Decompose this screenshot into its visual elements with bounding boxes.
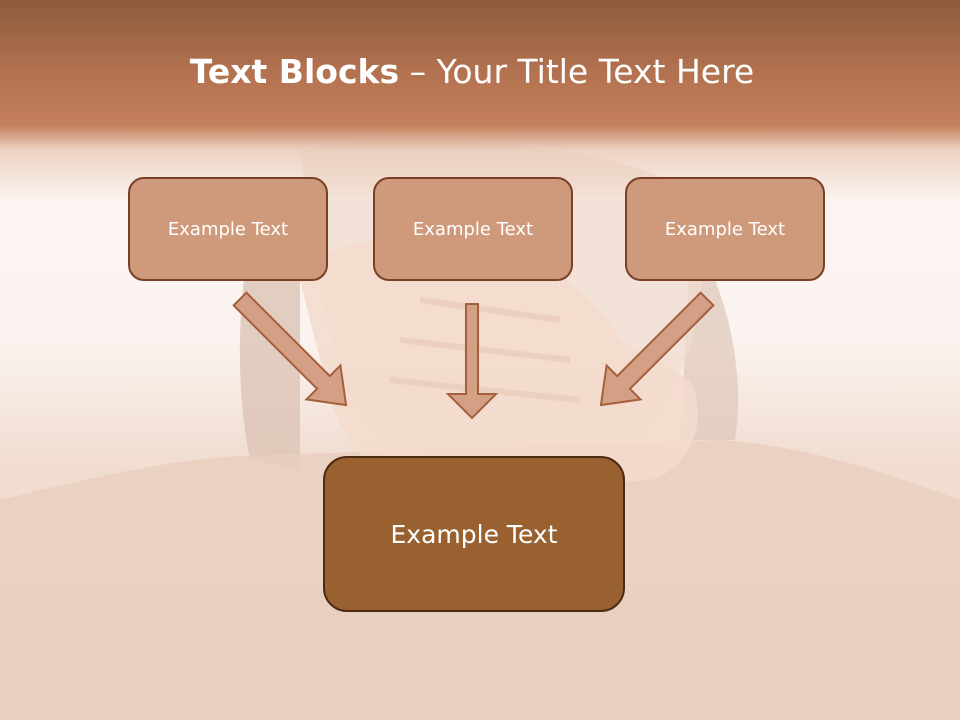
header-band — [0, 0, 960, 200]
title-bold: Text Blocks — [189, 52, 400, 91]
text-block-1: Example Text — [128, 177, 328, 281]
hair-shape — [239, 240, 300, 470]
arrow-right-icon — [599, 291, 715, 407]
text-block-1-label: Example Text — [167, 218, 289, 240]
text-block-2: Example Text — [373, 177, 573, 281]
arrow-middle-icon — [445, 303, 499, 420]
slide-title: Text Blocks – Your Title Text Here — [0, 52, 944, 91]
text-block-3: Example Text — [625, 177, 825, 281]
finger-shadow — [389, 297, 581, 403]
title-separator: – — [399, 52, 437, 91]
arrow-left-icon — [232, 291, 348, 407]
target-block-label: Example Text — [390, 519, 558, 549]
text-block-3-label: Example Text — [664, 218, 786, 240]
title-normal: Your Title Text Here — [436, 52, 755, 91]
text-block-2-label: Example Text — [412, 218, 534, 240]
hand-shape — [300, 241, 698, 500]
target-block: Example Text — [323, 456, 625, 612]
